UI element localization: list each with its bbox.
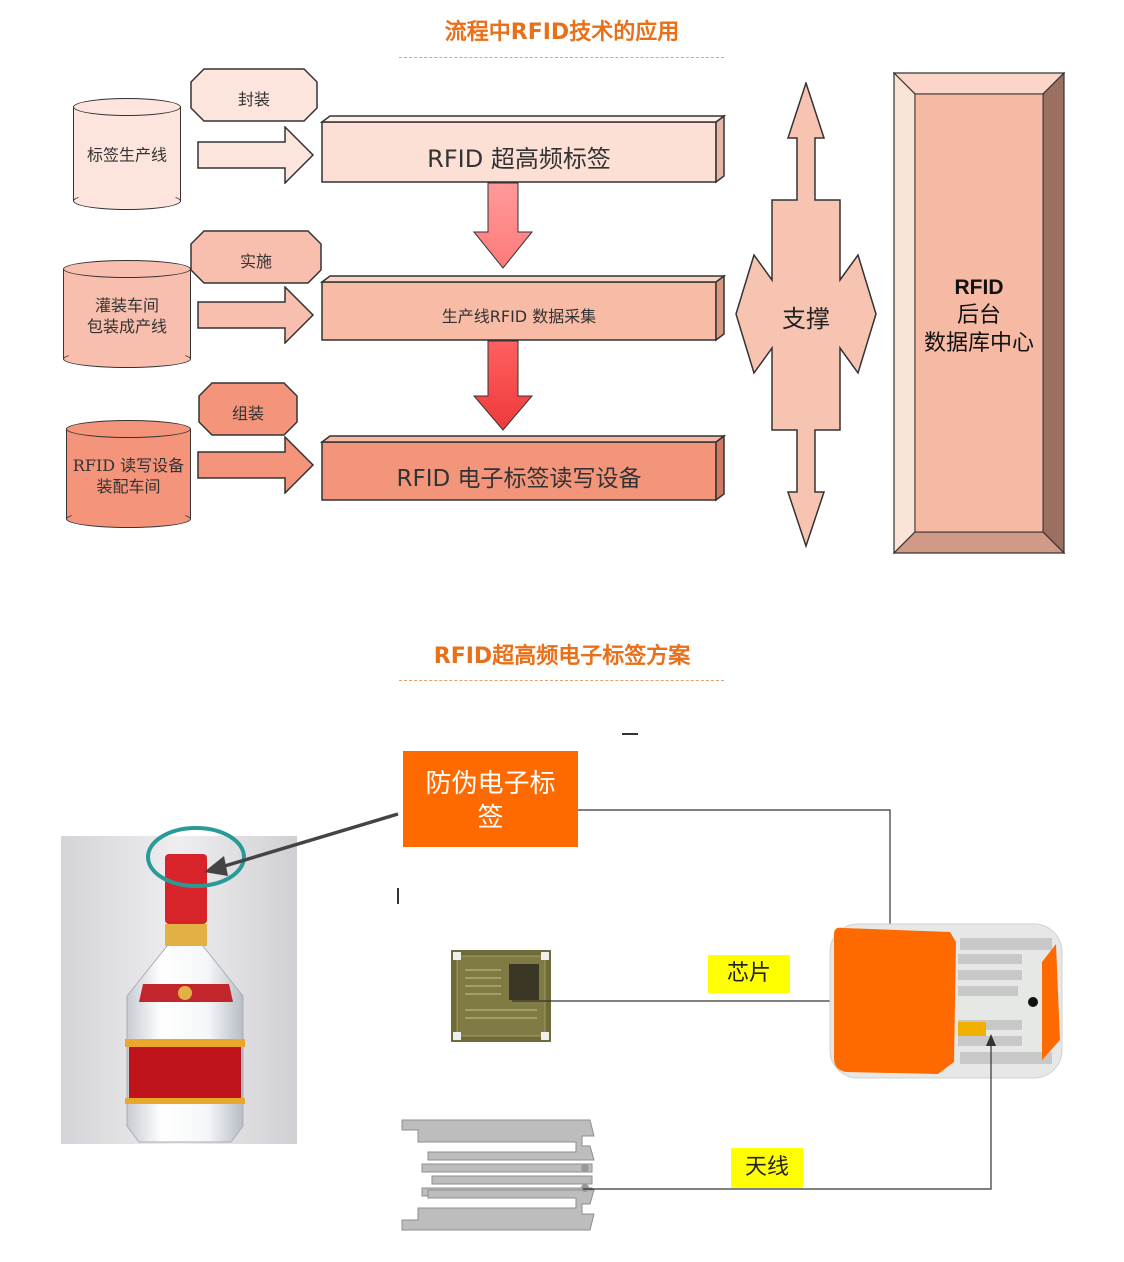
cylinder-body [66, 429, 191, 519]
right-arrow-icon [197, 126, 315, 184]
bar-data-collection [319, 274, 727, 342]
section2-title: RFID超高频电子标签方案 [433, 644, 691, 669]
db-label-line2: 后台 [956, 303, 1001, 328]
antenna-connector-line [583, 1034, 996, 1190]
cylinder-filling-workshop: 灌装车间 包装成产线 [63, 260, 191, 368]
db-label-line3: 数据库中心 [923, 331, 1034, 356]
chip-label: 芯片 [708, 955, 790, 993]
down-arrow-icon [472, 182, 534, 269]
section1-title: 流程中RFID技术的应用 [444, 20, 680, 45]
db-center-label: RFID 后台 数据库中心 [915, 274, 1043, 358]
bar-uhf-tag [319, 114, 727, 184]
octagon-tag-assembly [198, 382, 298, 436]
bar-label: RFID 电子标签读写设备 [396, 466, 642, 492]
anti-counterfeit-tag-box: 防伪电子标签 [403, 751, 578, 847]
right-arrow-icon [197, 436, 315, 494]
cylinder-bottom [63, 350, 191, 368]
antenna-label: 天线 [731, 1148, 803, 1188]
cylinder-label: RFID 读写设备 装配车间 [66, 455, 191, 497]
right-arrow-icon [197, 286, 315, 344]
anti-counterfeit-label: 防伪电子标签 [425, 769, 556, 833]
cylinder-label-text: 标签生产线 [86, 145, 167, 165]
cylinder-top [73, 98, 181, 116]
cylinder-label: 标签生产线 [73, 145, 181, 166]
db-center-box [893, 72, 1065, 554]
support-label: 支撑 [782, 305, 830, 333]
bar-label: RFID 超高频标签 [427, 145, 611, 173]
rfid-inlay-image [829, 923, 1063, 1079]
db-label-line1: RFID [954, 276, 1004, 299]
cylinder-label-line1: 灌装车间 [94, 296, 159, 316]
cylinder-body [63, 269, 191, 359]
octagon-label: 实施 [239, 252, 272, 271]
section2-title-rule [399, 680, 724, 681]
cylinder-label-line2: 包装成产线 [86, 317, 167, 337]
antenna-image [401, 1119, 595, 1231]
cylinder-reader-assembly: RFID 读写设备 装配车间 [66, 420, 191, 528]
cylinder-label-line: 标签生产线 [73, 98, 181, 210]
octagon-label: 组装 [231, 404, 264, 423]
highlight-circle-and-pointer [146, 812, 399, 888]
chip-image [451, 950, 551, 1042]
cylinder-body [73, 107, 181, 201]
stray-tick [397, 888, 399, 904]
down-arrow-icon [472, 340, 534, 431]
section1-title-rule [399, 57, 724, 58]
cylinder-bottom [73, 192, 181, 210]
support-cross-arrow [735, 82, 877, 548]
cylinder-top [63, 260, 191, 278]
octagon-tag-encapsulation [190, 68, 318, 122]
bar-reader-device [319, 434, 727, 502]
cylinder-label-line2: 装配车间 [96, 477, 161, 497]
cylinder-bottom [66, 510, 191, 528]
liquor-bottle-image [61, 836, 297, 1144]
cylinder-label: 灌装车间 包装成产线 [63, 295, 191, 337]
octagon-tag-implementation [190, 230, 322, 284]
cylinder-top [66, 420, 191, 438]
connector-line [578, 809, 891, 936]
octagon-label: 封装 [237, 90, 270, 109]
cylinder-label-line1: RFID 读写设备 [72, 456, 185, 476]
stray-dash [622, 733, 638, 735]
bar-label: 生产线RFID 数据采集 [441, 307, 597, 326]
